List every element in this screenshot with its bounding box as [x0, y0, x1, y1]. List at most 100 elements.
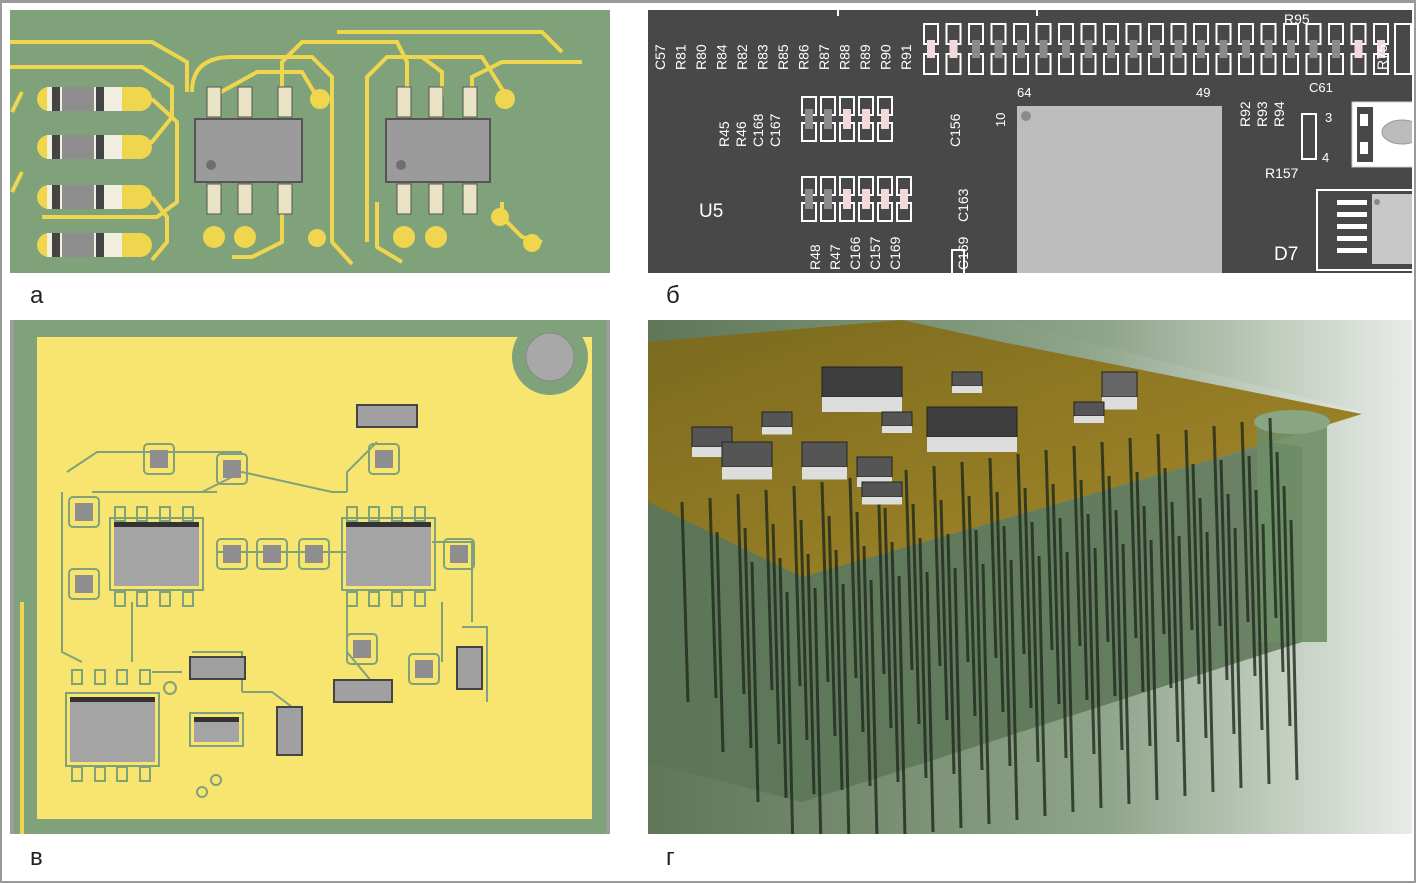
pin	[862, 545, 872, 787]
pin	[792, 485, 802, 687]
silk-label: R90	[878, 44, 894, 70]
ic-leg	[71, 669, 83, 685]
pin	[1079, 479, 1089, 701]
pin	[806, 553, 816, 795]
pin	[1212, 425, 1222, 627]
pin	[1114, 509, 1124, 751]
ic-leg	[462, 86, 478, 118]
smd-part	[305, 545, 323, 563]
smd-part	[375, 450, 393, 468]
ic-leg	[159, 506, 171, 522]
pin4-label: 4	[1322, 150, 1329, 165]
pin	[1058, 517, 1068, 759]
pin	[778, 557, 788, 799]
qfp-chip	[1017, 106, 1222, 273]
pin	[1016, 453, 1026, 655]
pin	[841, 583, 851, 834]
c156-label: C156	[947, 113, 963, 147]
pin	[820, 481, 830, 683]
silk-label: R84	[714, 44, 730, 70]
ic-leg	[114, 506, 126, 522]
panel-g-label: г	[666, 844, 675, 871]
ic-leg	[139, 766, 151, 782]
pin	[1023, 487, 1033, 709]
pin	[932, 465, 942, 667]
resistor	[276, 706, 303, 756]
silk-label: R94	[1271, 101, 1287, 127]
ic-leg	[237, 183, 253, 215]
ic-leg	[116, 766, 128, 782]
ic-leg	[346, 591, 358, 607]
pin49-label: 49	[1196, 85, 1210, 100]
pin	[904, 469, 914, 671]
ic-leg	[428, 86, 444, 118]
pin	[827, 515, 837, 737]
pcb-green-image	[10, 10, 610, 273]
pin	[1051, 483, 1061, 705]
pin	[1226, 493, 1236, 735]
ic-leg	[391, 506, 403, 522]
component	[821, 366, 903, 398]
panel-g-3d-view	[648, 320, 1412, 834]
pin	[1072, 445, 1082, 647]
silk-label: R93	[1254, 101, 1270, 127]
pin10-label: 10	[993, 113, 1008, 127]
pin	[708, 497, 718, 699]
component	[951, 371, 983, 387]
component	[926, 406, 1018, 438]
ic-leg	[136, 506, 148, 522]
ic-leg	[368, 591, 380, 607]
ic-leg	[136, 591, 148, 607]
pin	[1268, 417, 1278, 619]
pin	[736, 493, 746, 695]
pin	[918, 537, 928, 779]
pin	[890, 541, 900, 783]
resistor-body	[62, 233, 94, 257]
ic-leg	[114, 591, 126, 607]
pin	[743, 527, 753, 749]
silk-label: R47	[827, 244, 843, 270]
resistor	[356, 404, 418, 428]
ic-leg	[206, 183, 222, 215]
pin	[1261, 523, 1271, 785]
resistor-body	[62, 87, 94, 111]
pin	[1233, 527, 1243, 789]
pin	[946, 533, 956, 775]
pin	[750, 561, 760, 803]
pin	[869, 579, 879, 834]
smd-part	[150, 450, 168, 468]
silk-label: R81	[673, 44, 689, 70]
pin	[1205, 531, 1215, 793]
ic-leg	[94, 669, 106, 685]
pin3-label: 3	[1325, 110, 1332, 125]
ic-leg	[368, 506, 380, 522]
yellow-board-image	[10, 320, 610, 834]
pin	[1149, 539, 1159, 801]
silk-label: R46	[733, 121, 749, 147]
pin	[981, 563, 991, 825]
pin	[848, 477, 858, 679]
pin	[855, 511, 865, 733]
pin	[785, 591, 795, 834]
pin	[974, 529, 984, 771]
ic-leg	[206, 86, 222, 118]
ic-chip-right	[385, 118, 491, 183]
pin	[1275, 451, 1285, 673]
silkscreen-image: R95 R75 C156 64 49 10 C61 3 4 R157 U5 D7…	[648, 10, 1412, 273]
component	[1101, 371, 1138, 398]
r95-label: R95	[1284, 11, 1310, 27]
r157-label: R157	[1265, 165, 1299, 181]
resistor	[189, 656, 246, 680]
pin	[1282, 485, 1292, 727]
smd-part	[223, 545, 241, 563]
pin	[1107, 475, 1117, 697]
pin	[988, 457, 998, 659]
resistor-body	[62, 135, 94, 159]
resistor-body	[62, 185, 94, 209]
pin	[715, 531, 725, 753]
ic-leg	[237, 86, 253, 118]
smd-part	[75, 503, 93, 521]
panel-a-label: а	[30, 282, 44, 309]
ic-leg	[159, 591, 171, 607]
